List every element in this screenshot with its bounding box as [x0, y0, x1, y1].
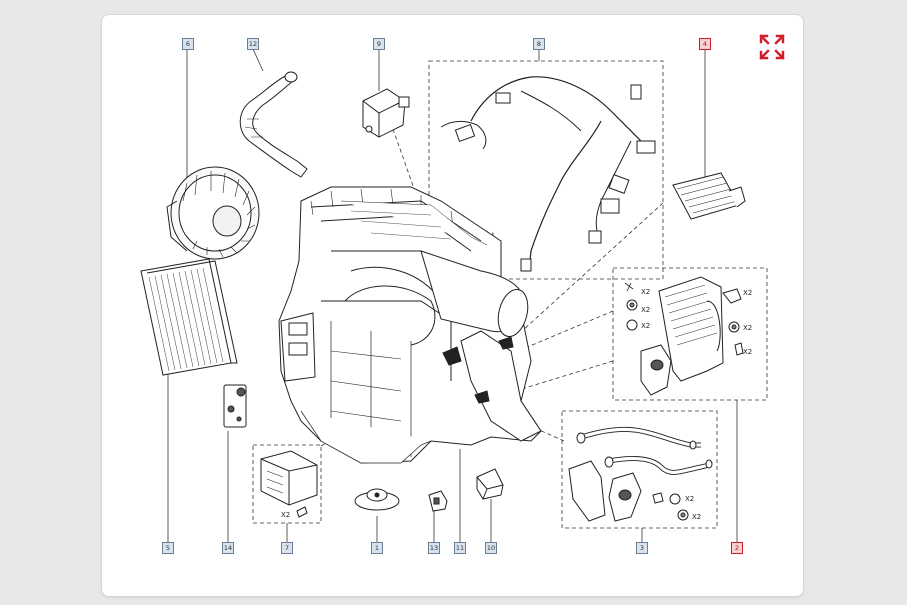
callout-8[interactable]: 8	[533, 38, 545, 50]
qty-label-2-oring: X2	[743, 324, 752, 332]
callout-4[interactable]: 4	[699, 38, 711, 50]
leader-lines	[167, 48, 738, 542]
drain-hose-part	[239, 71, 308, 178]
callout-1[interactable]: 1	[371, 542, 383, 554]
callout-12[interactable]: 12	[247, 38, 259, 50]
hvac-housing-main	[278, 186, 542, 464]
sensor-part-13	[428, 490, 448, 512]
callout-10[interactable]: 10	[485, 542, 497, 554]
diagram-card: X2 X2 X2 X2 X2 X2 X2 X2 X2 6 12 9 8 4 5 …	[101, 14, 804, 597]
qty-label-3-oring-a: X2	[685, 495, 694, 503]
expand-arrows-icon[interactable]	[759, 34, 785, 60]
callout-13[interactable]: 13	[428, 542, 440, 554]
qty-label-2-bolt: X2	[743, 348, 752, 356]
wiring-harness-part	[428, 60, 664, 280]
callout-14[interactable]: 14	[222, 542, 234, 554]
actuator-part-9	[362, 88, 410, 138]
callout-9[interactable]: 9	[373, 38, 385, 50]
cabin-filter-part	[140, 258, 238, 376]
callout-5[interactable]: 5	[162, 542, 174, 554]
ptc-heater-part	[672, 172, 746, 220]
exploded-parts-diagram: X2 X2 X2 X2 X2 X2 X2 X2 X2	[140, 48, 768, 542]
qty-label-2-screw: X2	[641, 288, 650, 296]
qty-label-2-seal-a: X2	[641, 306, 650, 314]
heater-pipes-kit-part	[561, 410, 718, 529]
heater-core-kit-part	[612, 267, 768, 401]
callout-11[interactable]: 11	[454, 542, 466, 554]
callout-6[interactable]: 6	[182, 38, 194, 50]
connector-part-10	[476, 468, 504, 500]
qty-label-2-seal-b: X2	[641, 322, 650, 330]
qty-label-7: X2	[281, 511, 290, 519]
blower-fan-part	[166, 166, 260, 260]
qty-label-2-clip: X2	[743, 289, 752, 297]
callout-3[interactable]: 3	[636, 542, 648, 554]
callout-2[interactable]: 2	[731, 542, 743, 554]
callout-7[interactable]: 7	[281, 542, 293, 554]
quantity-labels: X2 X2 X2 X2 X2 X2 X2 X2 X2	[281, 288, 752, 521]
mount-part-1	[354, 488, 400, 511]
qty-label-3-oring-b: X2	[692, 513, 701, 521]
expansion-valve-part	[223, 384, 247, 428]
blower-resistor-part	[252, 444, 322, 524]
